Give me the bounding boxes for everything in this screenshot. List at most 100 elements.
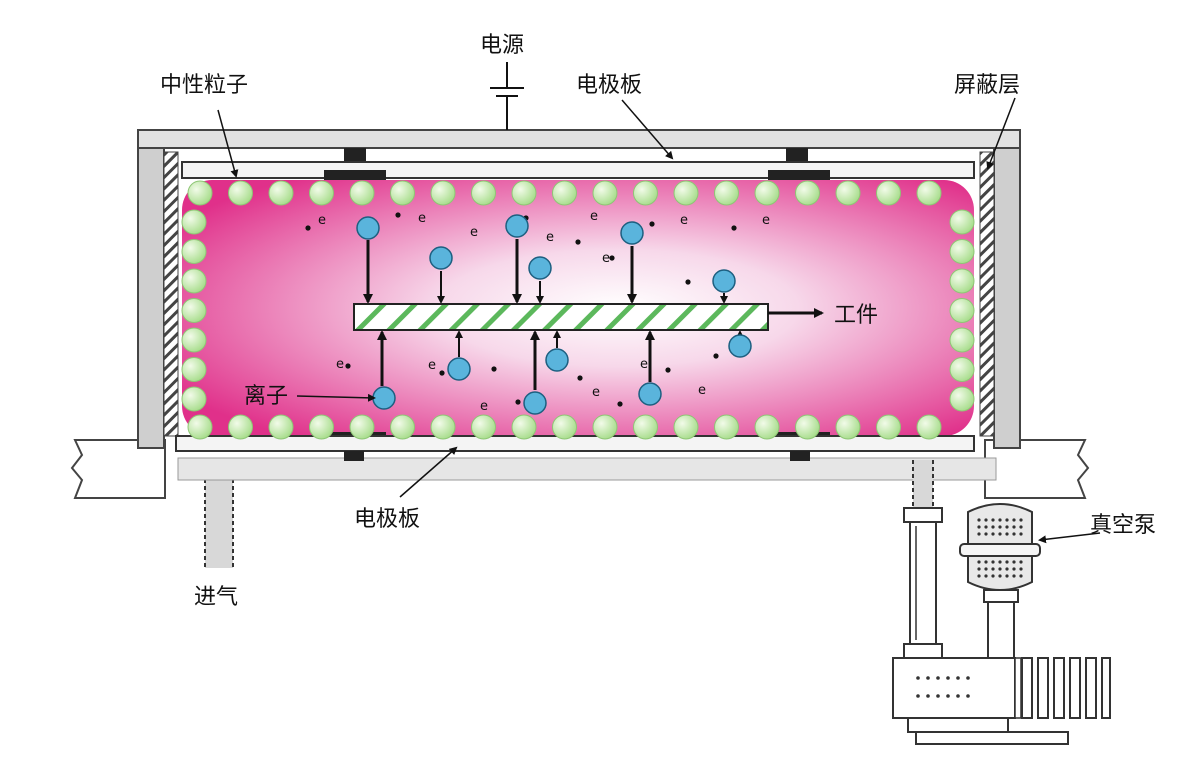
electrode-top (181, 148, 975, 180)
ion (356, 216, 380, 240)
neutral-particle (187, 180, 213, 206)
neutral-particle (916, 180, 942, 206)
electron-label: e (762, 213, 770, 228)
electron-dot (395, 212, 401, 218)
pump-dot (966, 676, 970, 680)
pump-dot (991, 560, 995, 564)
label-electrode-top: 电极板 (576, 73, 642, 98)
electron-dot (491, 366, 497, 372)
pump-dot (1019, 574, 1023, 578)
neutral-particle (228, 414, 253, 440)
pump-dot (946, 694, 950, 698)
neutral-particle (949, 357, 975, 382)
neutral-particle (181, 239, 207, 264)
pump-dot (998, 525, 1002, 529)
pump-dot (956, 676, 960, 680)
electron-dot (649, 221, 655, 227)
pump-dot (1019, 532, 1023, 536)
neutral-particle (754, 414, 780, 440)
electron-dot (345, 363, 351, 369)
neutral-particle (187, 414, 213, 440)
electron-label: e (640, 357, 648, 372)
neutral-particle (949, 327, 975, 353)
neutral-particles (181, 180, 975, 440)
neutral-particle (714, 180, 739, 206)
leader-lines (217, 97, 1101, 544)
pump-dot (1019, 567, 1023, 571)
ion (620, 221, 644, 245)
pump-dot (1019, 525, 1023, 529)
electron-label: e (480, 399, 488, 414)
neutral-particle (181, 268, 207, 294)
neutral-particle (552, 180, 577, 206)
neutral-particle (949, 209, 975, 235)
pump-dot (977, 532, 981, 536)
pump-dot (998, 532, 1002, 536)
pump-dot (977, 560, 981, 564)
neutral-particle (552, 414, 577, 440)
label-ion: 离子 (244, 384, 288, 409)
pump-dot (984, 574, 988, 578)
electron-dot (305, 225, 311, 231)
electron-label: e (336, 357, 344, 372)
neutral-particle (835, 180, 861, 206)
label-gas-inlet: 进气 (194, 585, 238, 610)
pump-dot (991, 518, 995, 522)
neutral-particle (390, 414, 415, 440)
ion (712, 269, 736, 293)
pump-dot (977, 525, 981, 529)
pump-dot (991, 525, 995, 529)
pump-dot (966, 694, 970, 698)
pump-dot (936, 676, 940, 680)
neutral-particle (181, 327, 207, 353)
pump-dot (977, 567, 981, 571)
pump-dot (936, 694, 940, 698)
pump-dot (956, 694, 960, 698)
label-electrode-bottom: 电极板 (354, 507, 420, 532)
pump-dot (984, 532, 988, 536)
neutral-particle (390, 180, 415, 206)
pump-dot (998, 567, 1002, 571)
power-source-symbol (490, 62, 524, 130)
pump-dot (1005, 560, 1009, 564)
ion (638, 382, 662, 406)
neutral-particle (795, 180, 820, 206)
neutral-particle (949, 298, 975, 323)
neutral-particle (916, 414, 942, 440)
electron-label: e (680, 213, 688, 228)
neutral-particle (471, 180, 496, 206)
neutral-particle (876, 414, 901, 440)
electron-dot (577, 375, 583, 381)
pump-dot (1012, 525, 1016, 529)
neutral-particle (471, 414, 496, 440)
pump-dot (1005, 525, 1009, 529)
electron-dot (575, 239, 581, 245)
electron-label: e (546, 230, 554, 245)
pump-dot (1012, 560, 1016, 564)
electron-label: e (470, 225, 478, 240)
pump-dot (1019, 560, 1023, 564)
neutral-particle (592, 414, 618, 440)
electron-label: e (428, 358, 436, 373)
pump-dot (1012, 574, 1016, 578)
pump-dot (1005, 532, 1009, 536)
electron-dot (515, 399, 521, 405)
neutral-particle (430, 180, 456, 206)
ion (728, 334, 752, 358)
pump-dot (984, 518, 988, 522)
neutral-particle (633, 414, 658, 440)
electron-label: e (318, 213, 326, 228)
neutral-particle (714, 414, 739, 440)
ion (523, 391, 547, 415)
workpiece (353, 303, 769, 331)
electron-label: e (590, 209, 598, 224)
neutral-particle (673, 414, 699, 440)
neutral-particle (349, 180, 375, 206)
neutral-particle (268, 414, 294, 440)
neutral-particle (673, 180, 699, 206)
shield-layer-left (163, 151, 179, 437)
pump-dot (1012, 532, 1016, 536)
ion-arrows (363, 239, 744, 390)
chamber-frame (137, 129, 1021, 481)
